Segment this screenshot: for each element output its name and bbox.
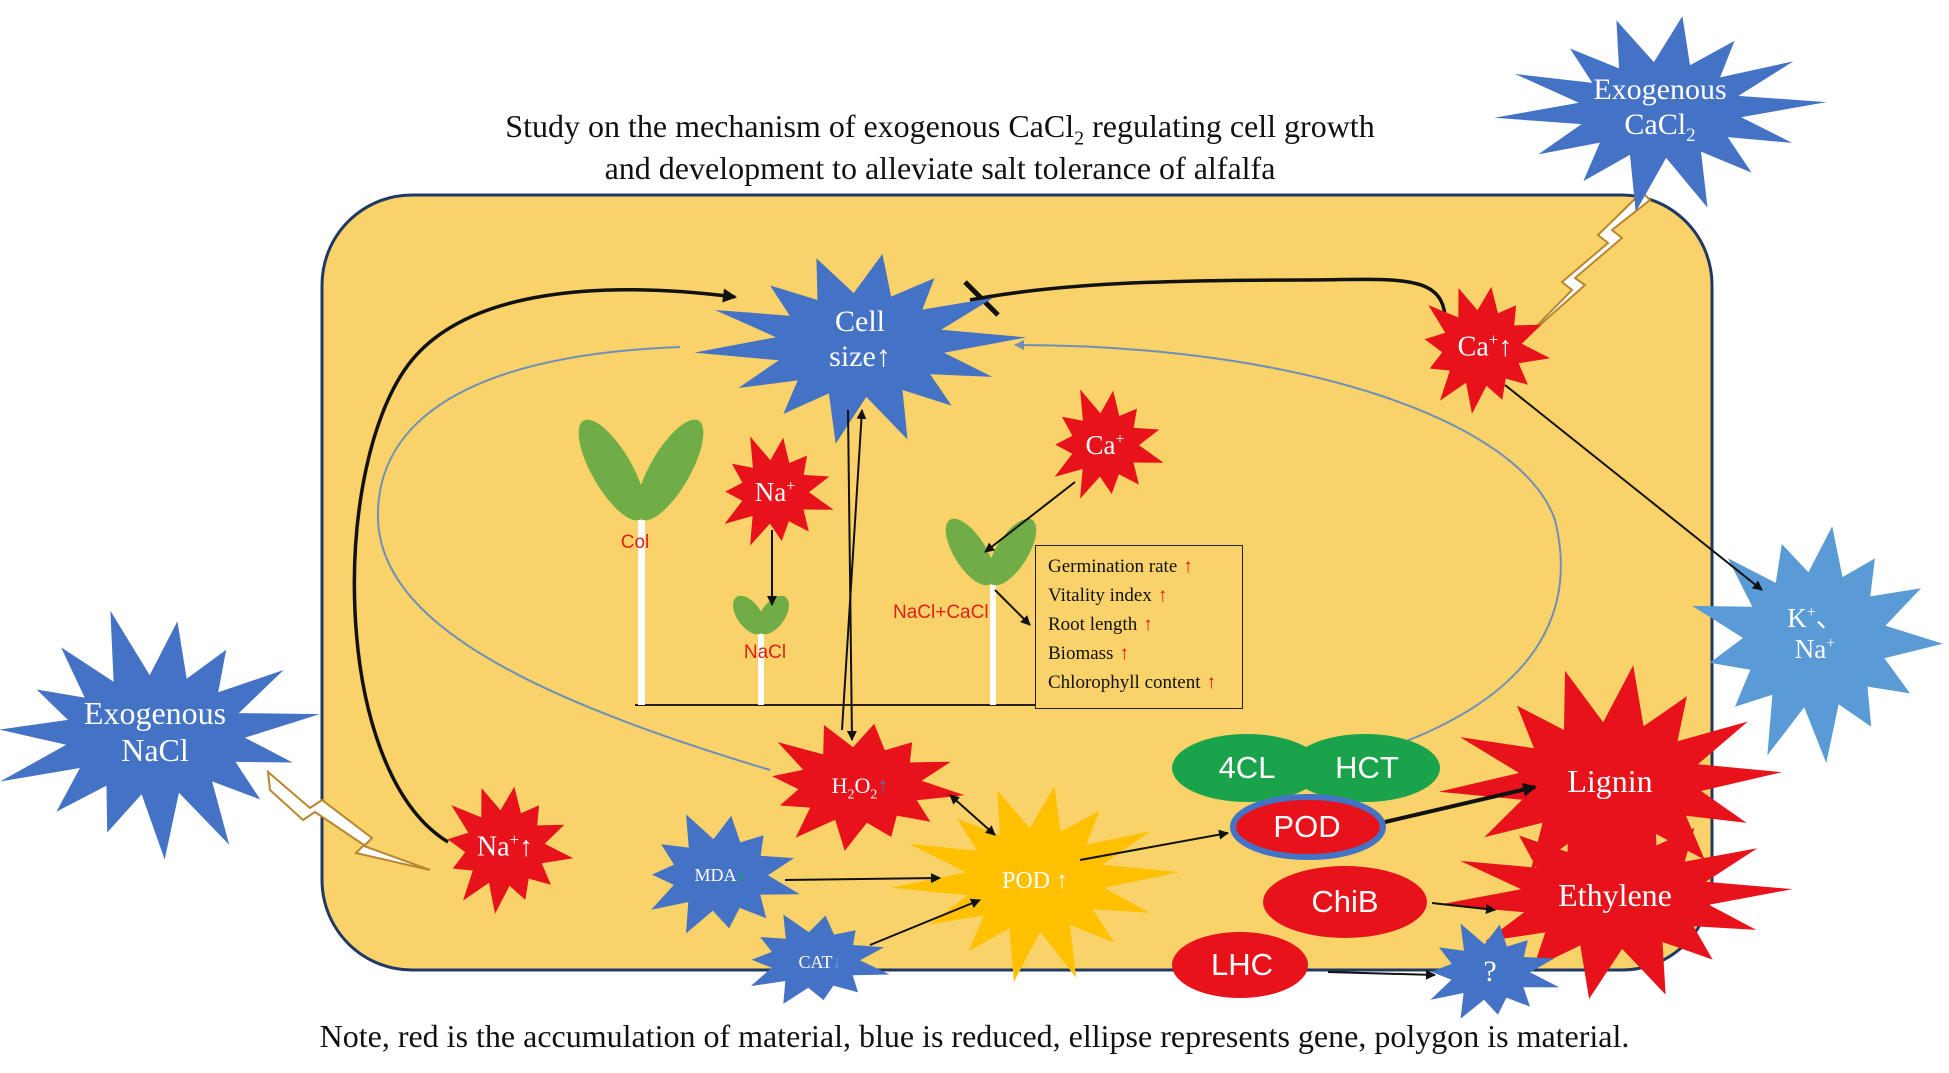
arrow-podgene-to-lignin xyxy=(1384,782,1537,824)
effect-root-length: Root length↑ xyxy=(1048,614,1153,635)
effect-vitality-index: Vitality index↑ xyxy=(1048,585,1168,606)
exo-cacl2-label: Exogenous CaCl2 xyxy=(1593,73,1727,146)
arrow-h2o2-pod xyxy=(949,794,996,836)
arrow-cat-to-pod xyxy=(869,898,981,946)
exo-nacl-label: Exogenous NaCl xyxy=(83,695,227,768)
lignin-label: Lignin xyxy=(1567,763,1653,799)
na-up-label: Na+↑ xyxy=(476,830,534,863)
star-cat xyxy=(750,914,890,1004)
star-cell-size xyxy=(694,254,1027,444)
star-na-inner xyxy=(724,436,834,546)
ethylene-label: Ethylene xyxy=(1558,877,1672,913)
arrow-h2o2-to-cellsize xyxy=(841,409,867,731)
legend-note: Note, red is the accumulation of materia… xyxy=(319,1018,1630,1054)
gene-lhc-shape xyxy=(1172,932,1308,998)
effect-chlorophyll-content: Chlorophyll content↑ xyxy=(1048,672,1217,693)
gene-lhc-label: LHC xyxy=(1210,947,1273,982)
star-mda xyxy=(651,814,800,934)
arrow-mda-to-pod xyxy=(784,873,941,884)
unknown-label: ? xyxy=(1483,955,1497,988)
arrow-ca-to-kna xyxy=(1504,384,1763,591)
seedling-nacl-label: NaCl xyxy=(743,642,787,663)
gene-4cl-label: 4CL xyxy=(1218,750,1276,785)
cat-label: CAT↓ xyxy=(798,952,842,972)
arrow-seedling-to-box xyxy=(994,589,1031,626)
star-pod-material xyxy=(891,786,1180,982)
arc-ca-to-cellsize xyxy=(969,277,1448,331)
lightning-cacl2 xyxy=(1522,190,1652,341)
effect-germination-rate: Germination rate↑ xyxy=(1048,556,1193,577)
star-ethylene xyxy=(1438,803,1793,999)
seedling-nacl xyxy=(733,595,789,705)
seedling-col xyxy=(578,419,704,705)
arrow-pod-to-podgene xyxy=(1079,829,1229,861)
ca-up-label: Ca+↑ xyxy=(1457,330,1513,363)
inner-loop xyxy=(376,346,771,771)
arc-na-to-cellsize xyxy=(352,288,737,844)
lightning-nacl xyxy=(266,769,431,871)
seedling-col-label: Col xyxy=(620,532,650,553)
star-exo-nacl xyxy=(0,610,320,860)
gene-chib-label: ChiB xyxy=(1311,884,1379,919)
inner-loop-right xyxy=(1014,340,1562,771)
diagram-title-line1: Study on the mechanism of exogenous CaCl… xyxy=(505,108,1375,150)
arrow-chib-to-ethylene xyxy=(1431,902,1496,914)
h2o2-label: H2O2↑ xyxy=(831,773,889,803)
gene-chib-shape xyxy=(1263,866,1427,938)
effects-box: Germination rate↑ Vitality index↑ Root l… xyxy=(1035,545,1243,709)
star-h2o2 xyxy=(772,723,965,851)
effect-biomass: Biomass↑ xyxy=(1048,643,1129,664)
star-unknown xyxy=(1430,923,1560,1019)
gene-hct-shape xyxy=(1290,734,1440,802)
star-ca-up xyxy=(1424,286,1551,414)
star-exo-cacl2 xyxy=(1494,16,1827,212)
star-na-up xyxy=(447,786,574,914)
gene-hct-label: HCT xyxy=(1335,750,1399,785)
gene-4cl-shape xyxy=(1172,734,1322,802)
gene-pod-shape xyxy=(1230,794,1386,860)
arrow-ca-to-seedling xyxy=(984,481,1076,553)
cell-size-label: Cell size↑ xyxy=(829,305,891,373)
star-lignin xyxy=(1438,665,1783,909)
na-inner-label: Na+ xyxy=(754,477,796,507)
inhibit-bar xyxy=(963,280,1000,317)
diagram-title-line2: and development to alleviate salt tolera… xyxy=(604,150,1276,186)
arrow-lhc-to-unknown xyxy=(1327,969,1436,980)
gene-pod-label: POD xyxy=(1273,809,1341,844)
star-ca-inner xyxy=(1054,389,1164,499)
ca-inner-label: Ca+ xyxy=(1085,430,1125,460)
seedling-nacl-cacl2-label: NaCl+CaCl xyxy=(893,602,989,623)
mda-label: MDA↓ xyxy=(694,865,746,885)
seedling-nacl-cacl2 xyxy=(945,518,1037,705)
pod-material-label: POD ↑ xyxy=(1001,868,1068,894)
k-na-label: K+、 Na+ xyxy=(1787,603,1843,665)
arrow-cellsize-to-h2o2 xyxy=(846,409,857,741)
